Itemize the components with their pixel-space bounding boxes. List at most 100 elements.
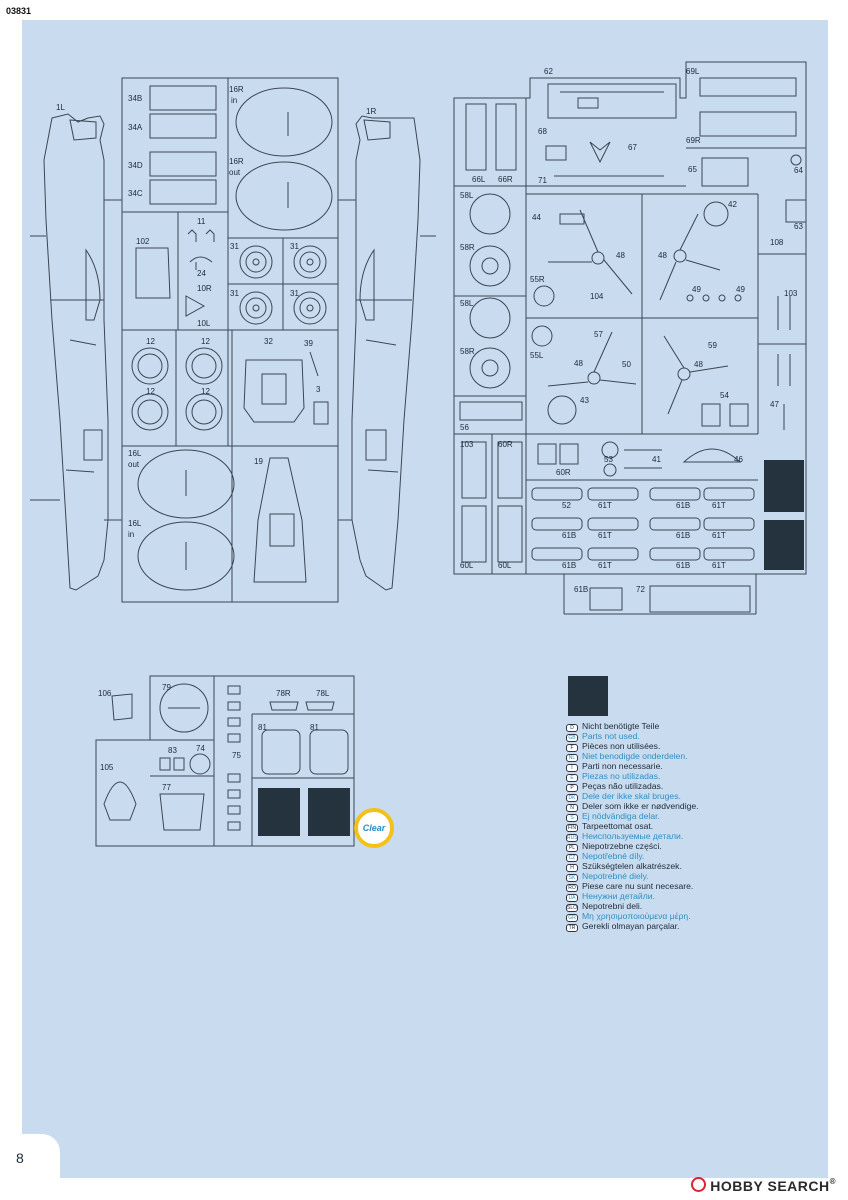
- part-label-right_panel-0: 62: [544, 67, 553, 76]
- product-code: 03831: [6, 6, 32, 16]
- part-label-left_panel-0: 34B: [128, 94, 142, 103]
- legend-text: Nepotrebni deli.: [582, 901, 643, 911]
- sprue-frame-center: [121, 77, 339, 603]
- language-flag-icon: RO: [566, 884, 578, 892]
- part-label-left_panel-8: 102: [136, 237, 150, 246]
- legend-text: Parts not used.: [582, 731, 640, 741]
- part-label-right_panel-47: 61B: [562, 531, 576, 540]
- sprue-frame-clear: [95, 675, 355, 847]
- part-label-left_panel-3: 34C: [128, 189, 143, 198]
- legend-row: F Pièces non utilisées.: [566, 742, 699, 752]
- part-label-left_panel-21: 32: [264, 337, 273, 346]
- propellers-48: [547, 209, 729, 415]
- part-label-right_panel-35: 103: [460, 440, 474, 449]
- part-label-right_panel-50: 61T: [712, 531, 726, 540]
- parts-103: [777, 296, 791, 430]
- part-54: [701, 403, 749, 427]
- watermark: HOBBY SEARCH®: [691, 1177, 836, 1194]
- part-label-right_panel-56: 72: [636, 585, 645, 594]
- parts-61: [531, 487, 755, 561]
- part-65: [701, 157, 749, 187]
- parts-60: [461, 441, 523, 563]
- legend-row: DK Dele der ikke skal bruges.: [566, 792, 699, 802]
- part-label-clear_sprue-0: 106: [98, 689, 112, 698]
- part-label-right_panel-9: 66L: [472, 175, 486, 184]
- part-label-right_panel-51: 61B: [562, 561, 576, 570]
- part-label-left_panel-2: 34D: [128, 161, 143, 170]
- part-label-clear_sprue-8: 75: [232, 751, 241, 760]
- sprue-sheet: [22, 20, 828, 1178]
- part-label-left_panel-22: 39: [304, 339, 313, 348]
- legend-row: SLO Nepotrebni deli.: [566, 902, 699, 912]
- part-label-right_panel-2: 69R: [686, 136, 701, 145]
- part-label-clear_sprue-10: 77: [162, 783, 171, 792]
- part-label-left_panel-14: 31: [290, 242, 299, 251]
- legend-text: Nicht benötigte Teile: [582, 721, 660, 731]
- language-flag-icon: F: [566, 744, 578, 752]
- rings-12: [131, 347, 223, 431]
- part-label-right_panel-23: 108: [770, 238, 784, 247]
- parts-49: [686, 294, 742, 302]
- panels-34: [149, 85, 217, 205]
- hobby-search-logo-icon: [691, 1177, 707, 1192]
- part-label-right_panel-21: 49: [692, 285, 701, 294]
- parts-53-41-46: [537, 441, 662, 477]
- part-label-left_panel-26: 16L: [128, 519, 142, 528]
- part-79: [159, 683, 209, 733]
- cockpit-floor-32: [243, 351, 329, 425]
- part-label-left_panel-27: in: [128, 530, 134, 539]
- part-label-left_panel-1: 34A: [128, 123, 143, 132]
- parts-67-68: [545, 141, 611, 164]
- part-label-right_panel-7: 64: [794, 166, 803, 175]
- parts-63-64: [785, 154, 807, 223]
- language-flag-icon: E: [566, 774, 578, 782]
- part-label-right_panel-43: 52: [562, 501, 571, 510]
- legend-text: Неиспользуемые детали.: [582, 831, 684, 841]
- part-label-right_panel-32: 54: [720, 391, 729, 400]
- legend-text: Dele der ikke skal bruges.: [582, 791, 681, 801]
- part-label-left_panel-11: 10R: [197, 284, 212, 293]
- language-flag-icon: D: [566, 724, 578, 732]
- part-55R: [533, 285, 555, 307]
- part-label-right_panel-49: 61B: [676, 531, 690, 540]
- part-label-right_panel-28: 48: [574, 359, 583, 368]
- part-label-right_panel-15: 42: [728, 200, 737, 209]
- legend-row: D Nicht benötigte Teile: [566, 722, 699, 732]
- part-label-clear_sprue-7: 74: [196, 744, 205, 753]
- part-label-clear_sprue-4: 81: [258, 723, 267, 732]
- part-label-left_panel-4: 16R: [229, 85, 244, 94]
- part-label-left_panel-5: in: [231, 96, 237, 105]
- language-flag-icon: DK: [566, 794, 578, 802]
- legend-text: Μη χρησιμοποιούμενα μέρη.: [582, 911, 691, 921]
- part-label-clear_sprue-9: 105: [100, 763, 114, 772]
- parts-75: [227, 685, 241, 831]
- part-label-right_panel-54: 61T: [712, 561, 726, 570]
- part-label-right_panel-55: 61B: [574, 585, 588, 594]
- part-label-right_panel-25: 55L: [530, 351, 544, 360]
- part-label-right_panel-29: 48: [694, 360, 703, 369]
- wheel-wells-16L: [137, 449, 235, 591]
- part-label-left_panel-20: 12: [201, 387, 210, 396]
- part-label-left_panel-28: 19: [254, 457, 263, 466]
- language-flag-icon: SLO: [566, 904, 578, 912]
- parts-58: [469, 193, 511, 389]
- language-flag-icon: S: [566, 814, 578, 822]
- part-52: [682, 448, 742, 463]
- language-flag-icon: UA: [566, 894, 578, 902]
- legend-text: Pièces non utilisées.: [582, 741, 661, 751]
- part-label-clear_sprue-2: 78R: [276, 689, 291, 698]
- part-106: [111, 693, 133, 721]
- part-label-left_panel-25: out: [128, 460, 140, 469]
